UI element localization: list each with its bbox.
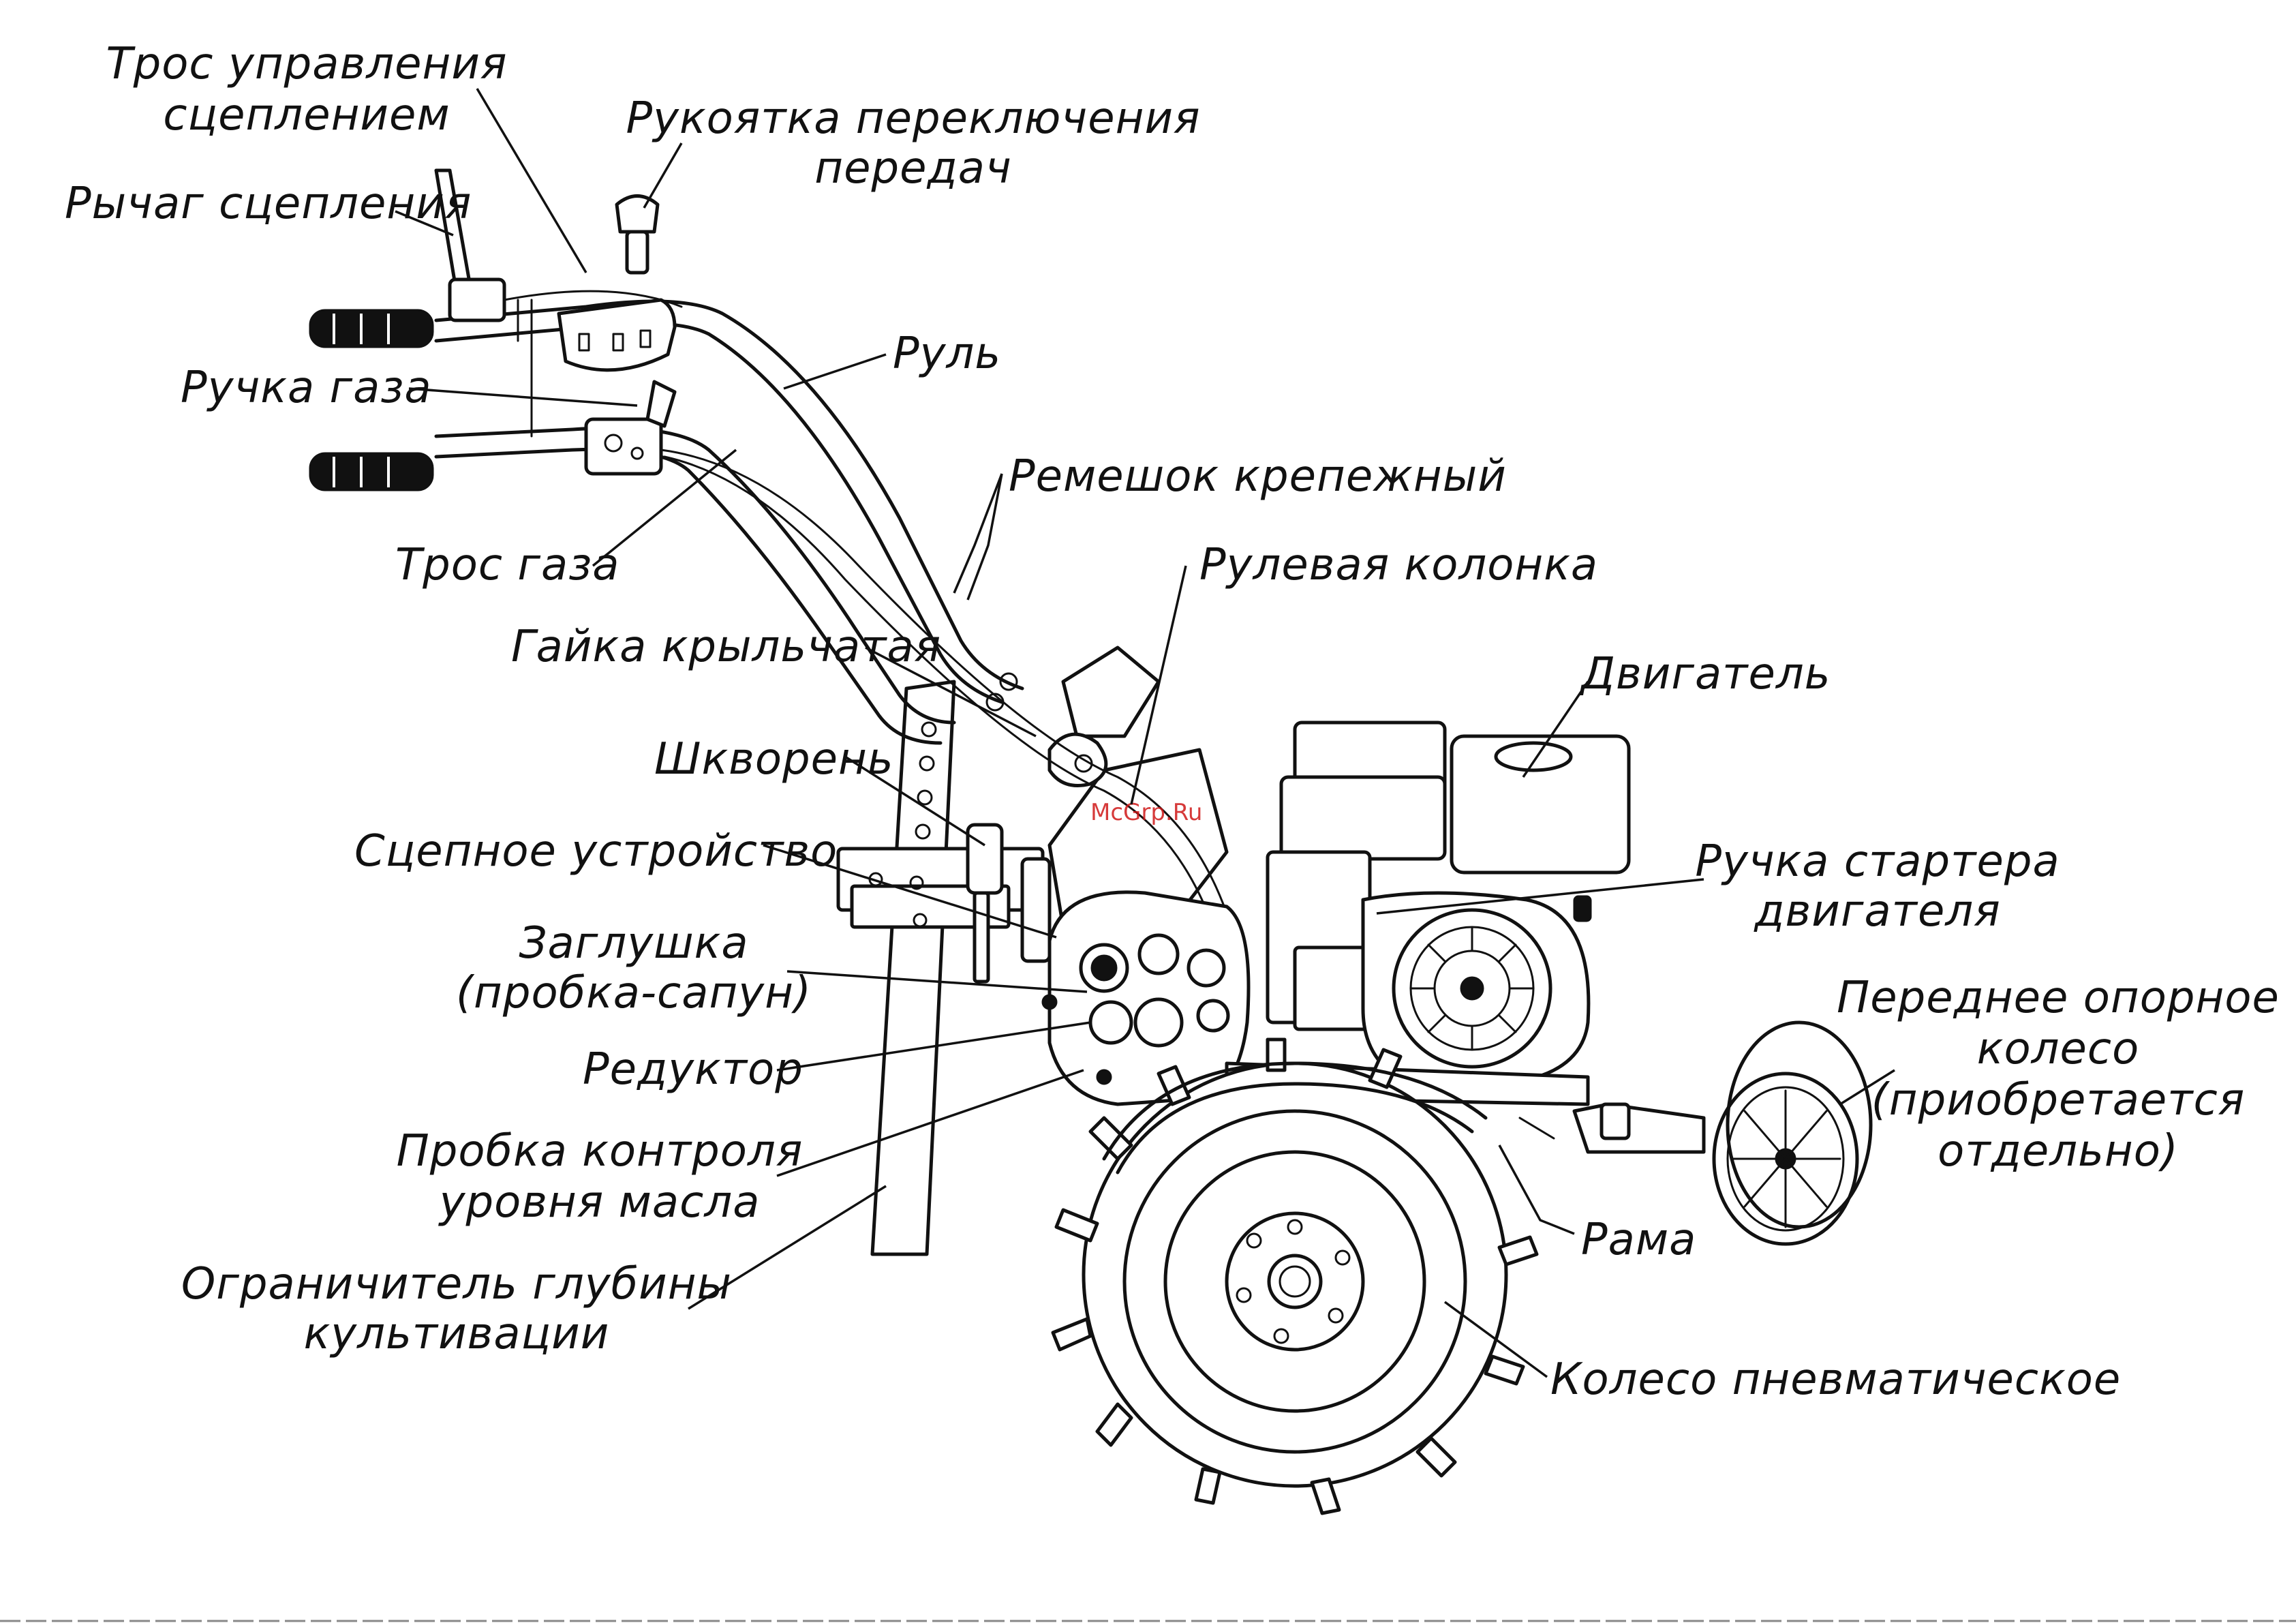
label-throttle-handle: Ручка газа [181,363,432,413]
label-reducer: Редуктор [583,1044,803,1095]
leader-frame [1498,1144,1575,1235]
label-engine: Двигатель [1579,649,1831,699]
pneumatic-wheel [1051,1037,1539,1515]
labels: Трос управления сцеплением Рукоятка пере… [65,39,2280,1405]
label-breather-plug-line2: (пробка-сапун) [456,968,812,1018]
label-gear-knob-line2: передач [814,143,1012,194]
leader-strap-2 [966,473,1003,601]
label-pneumatic-wheel: Колесо пневматическое [1550,1354,2121,1405]
label-hitch: Сцепное устройство [354,826,838,877]
recoil-starter [1361,891,1592,1086]
leader-clutch-lever [395,210,454,237]
engine-body [1266,721,1631,1031]
label-steering-column: Рулевая колонка [1199,540,1598,590]
gear-shift-knob [615,194,660,275]
leader-wing-nut [865,646,1037,738]
label-frame: Рама [1581,1215,1696,1265]
throttle-handle [584,380,677,476]
leader-breather-plug [786,970,1088,993]
watermark-text: McGrp.Ru [1090,799,1202,826]
label-oil-plug-line1: Пробка контроля [397,1126,803,1177]
label-gear-knob-line1: Рукоятка переключения [626,93,1200,144]
machine-drawing [309,168,1873,1515]
leader-steering-column [1130,565,1187,805]
leader-engine [1522,681,1589,778]
reducer-body [1041,890,1251,1106]
leader-clutch-cable [476,88,587,273]
leader-oil-plug [776,1069,1084,1177]
label-wing-nut: Гайка крыльчатая [511,622,941,672]
label-starter-handle-line2: двигателя [1754,886,2000,937]
label-depth-limiter-line1: Ограничитель глубины [181,1259,732,1309]
label-king-pin: Шкворень [654,734,894,785]
label-front-wheel-line4: отдельно) [1938,1126,2179,1177]
label-front-wheel-line1: Переднее опорное [1837,973,2280,1023]
gear-selector-box [557,298,677,372]
label-clutch-cable-line2: сцеплением [163,90,450,140]
clutch-lever [434,168,506,322]
label-handlebar: Руль [893,329,1001,379]
label-clutch-cable-line1: Трос управления [106,39,508,89]
tread-lugs [1051,1037,1539,1515]
leader-pneumatic-wheel [1443,1301,1548,1378]
label-starter-handle-line1: Ручка стартера [1695,836,2060,887]
leader-depth-limiter [688,1185,887,1310]
label-breather-plug-line1: Заглушка [519,918,748,969]
leader-lines [395,88,1895,1378]
fender [1102,1061,1488,1174]
label-throttle-cable: Трос газа [395,540,620,590]
label-depth-limiter-line2: культивации [304,1309,610,1359]
label-front-wheel-line2: колесо [1977,1024,2139,1074]
leader-hitch [763,844,1057,939]
label-strap: Ремешок крепежный [1009,451,1507,502]
hitch-device [836,823,1052,984]
label-front-wheel-line3: (приобретается [1871,1075,2246,1125]
leader-starter-handle [1376,878,1704,915]
starter-fins [1409,926,1535,1051]
label-clutch-lever: Рычаг сцепления [65,179,472,229]
leader-throttle-handle [408,387,638,407]
label-oil-plug-line2: уровня масла [438,1177,761,1228]
leader-reducer [776,1021,1091,1072]
handle-grips [309,309,434,491]
leader-king-pin [844,755,985,847]
leader-throttle-cable [592,449,737,567]
leader-gear-knob [643,142,683,209]
leader-strap-1 [953,473,1003,594]
front-support-wheel [1712,1020,1873,1246]
leader-front-wheel [1839,1069,1895,1106]
leader-handlebar [783,353,887,390]
